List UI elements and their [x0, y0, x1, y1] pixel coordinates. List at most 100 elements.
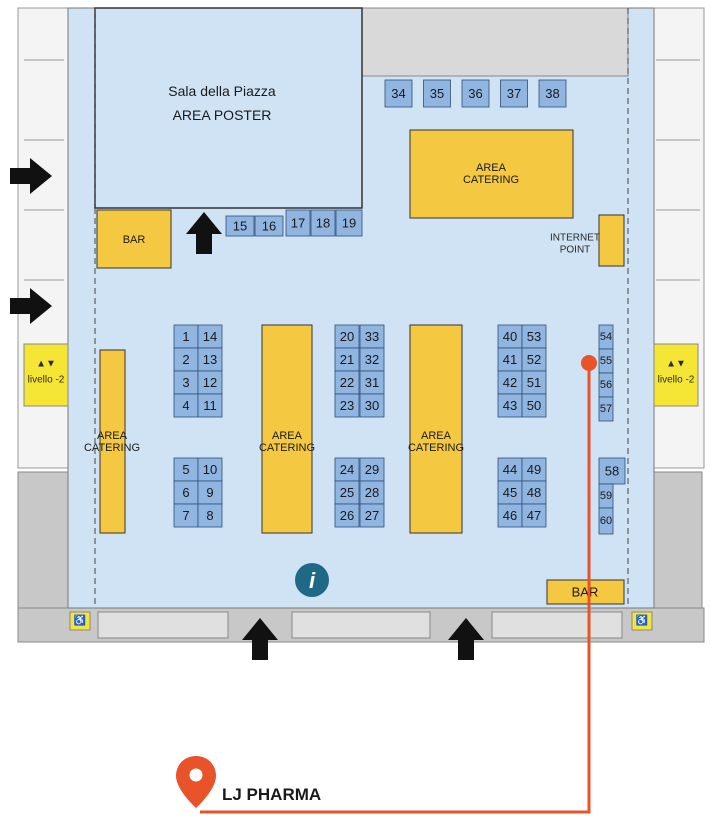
stand-box: [197, 503, 223, 528]
internet-label-1: INTERNET: [550, 233, 600, 244]
stand-number: 20: [340, 329, 354, 344]
sala-della-piazza: [94, 7, 363, 209]
stand-number: 16: [262, 219, 276, 234]
stand-number: 55: [600, 355, 612, 367]
stand-number: 2: [182, 352, 189, 367]
bar-left-label: BAR: [123, 234, 146, 246]
stand-number: 7: [182, 508, 189, 523]
stand-number: 13: [203, 352, 217, 367]
stand-number: 4: [182, 398, 189, 413]
stand-box: [359, 503, 385, 528]
svg-text:CATERING: CATERING: [259, 442, 315, 454]
stand-number: 22: [340, 375, 354, 390]
stand-number: 26: [340, 508, 354, 523]
stand-number: 29: [365, 462, 379, 477]
stand-box: [521, 393, 547, 418]
svg-text:AREA: AREA: [97, 430, 128, 442]
stand-number: 58: [605, 464, 619, 479]
stand-number: 46: [503, 508, 517, 523]
sala-name: Sala della Piazza: [168, 83, 276, 99]
stand-number: 9: [206, 485, 213, 500]
bar-bottom: [546, 579, 625, 605]
stand-number: 53: [527, 329, 541, 344]
svg-text:CATERING: CATERING: [84, 442, 140, 454]
top-grey-area: [361, 7, 629, 77]
svg-text:livello -2: livello -2: [28, 375, 65, 386]
stand-box: [500, 79, 528, 108]
stand-number: 5: [182, 462, 189, 477]
stand-number: 12: [203, 375, 217, 390]
stand-number: 32: [365, 352, 379, 367]
stand-number: 14: [203, 329, 217, 344]
wheelchair-icon: ♿: [631, 611, 653, 631]
stand-number: 36: [468, 86, 482, 101]
stand-number: 23: [340, 398, 354, 413]
svg-text:CATERING: CATERING: [463, 174, 519, 186]
arrow-up-icon: [242, 618, 278, 660]
internet-label-2: POINT: [560, 245, 591, 256]
svg-text:livello -2: livello -2: [658, 375, 695, 386]
stand-number: 27: [365, 508, 379, 523]
stand-number: 41: [503, 352, 517, 367]
svg-text:▲▼: ▲▼: [666, 359, 686, 370]
exhibitor-location-dot: [581, 355, 597, 371]
stand-number: 59: [600, 490, 612, 502]
stand-number: 33: [365, 329, 379, 344]
stand-number: 50: [527, 398, 541, 413]
svg-text:AREA: AREA: [476, 162, 507, 174]
stand-box: [359, 393, 385, 418]
stand-number: 21: [340, 352, 354, 367]
stand-box: [285, 209, 311, 237]
svg-text:i: i: [309, 568, 316, 593]
catering-areas: AREA CATERING AREA CATERING AREA CATERIN…: [84, 129, 574, 534]
stand-number: 10: [203, 462, 217, 477]
wheelchair-icon: ♿: [69, 611, 91, 631]
arrow-right-icon: [10, 288, 52, 324]
svg-text:♿: ♿: [636, 614, 648, 627]
stand-box: [538, 79, 567, 108]
stand-box: [384, 79, 413, 108]
svg-text:AREA: AREA: [272, 430, 303, 442]
svg-text:♿: ♿: [74, 614, 86, 627]
stand-number: 52: [527, 352, 541, 367]
stand-number: 28: [365, 485, 379, 500]
route-line: [200, 363, 591, 814]
stand-number: 42: [503, 375, 517, 390]
stand-number: 35: [430, 86, 444, 101]
svg-text:CATERING: CATERING: [408, 442, 464, 454]
internet-point-area: [598, 214, 625, 267]
stand-number: 54: [600, 331, 612, 343]
stand-box: [598, 507, 614, 535]
arrow-up-icon: [448, 618, 484, 660]
stand-box: [334, 503, 360, 528]
stand-number: 40: [503, 329, 517, 344]
stand-box: [197, 393, 223, 418]
stand-number: 19: [342, 216, 356, 231]
svg-text:AREA: AREA: [421, 430, 452, 442]
stand-number: 30: [365, 398, 379, 413]
stand-number: 17: [291, 216, 305, 231]
stand-number: 1: [182, 329, 189, 344]
stand-number: 8: [206, 508, 213, 523]
stand-number: 45: [503, 485, 517, 500]
livello-left: ▲▼ livello -2: [23, 343, 69, 407]
stand-number: 38: [545, 86, 559, 101]
exhibitor-name: LJ PHARMA: [222, 785, 321, 804]
location-pin-icon: [176, 756, 216, 808]
svg-text:▲▼: ▲▼: [36, 359, 56, 370]
stand-number: 3: [182, 375, 189, 390]
stand-number: 44: [503, 462, 517, 477]
column-lines: [94, 8, 629, 608]
stand-box: [461, 79, 490, 108]
stand-number: 34: [391, 86, 405, 101]
arrow-up-icon: [186, 212, 222, 254]
livello-right: ▲▼ livello -2: [653, 343, 699, 407]
stand-number: 47: [527, 508, 541, 523]
stand-box: [598, 396, 614, 422]
stand-box: [334, 393, 360, 418]
stand-number: 56: [600, 379, 612, 391]
stand-number: 31: [365, 375, 379, 390]
arrow-right-icon: [10, 158, 52, 194]
info-icon: i: [295, 563, 329, 597]
